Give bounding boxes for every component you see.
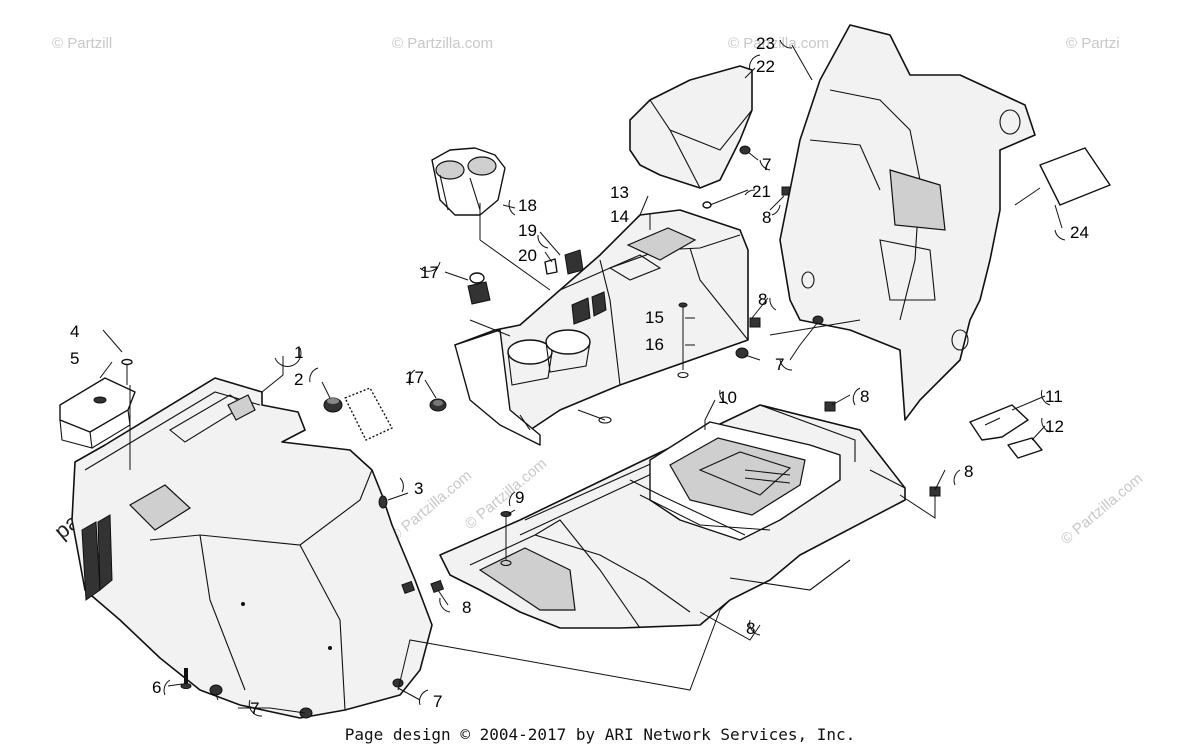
cup-holder-insert bbox=[431, 147, 506, 216]
callout-2: 2 bbox=[294, 370, 303, 389]
callout-18: 18 bbox=[518, 196, 537, 215]
watermark-top-center-left: © Partzilla.com bbox=[392, 35, 493, 52]
bolt-15 bbox=[677, 302, 689, 379]
watermark-mid-left: © Partzilla.com bbox=[387, 467, 475, 545]
callout-7-dash-bottom: 7 bbox=[250, 699, 259, 718]
callout-numbers: 1 2 3 4 5 6 7 7 7 7 8 8 8 8 8 8 9 10 11 … bbox=[70, 34, 1089, 718]
callout-17-cap: 17 bbox=[405, 368, 424, 387]
callout-16: 16 bbox=[645, 335, 664, 354]
rear-bulkhead bbox=[779, 24, 1036, 421]
mounting-bracket bbox=[59, 377, 136, 449]
callout-20: 20 bbox=[518, 246, 537, 265]
floor-pan bbox=[439, 404, 906, 629]
storage-bin bbox=[629, 421, 841, 541]
callout-8-dash: 8 bbox=[462, 598, 471, 617]
switches bbox=[544, 249, 584, 275]
front-dash-housing bbox=[71, 377, 433, 719]
small-bracket-11 bbox=[969, 404, 1029, 441]
callout-15: 15 bbox=[645, 308, 664, 327]
callout-7-rear-cover: 7 bbox=[762, 155, 771, 174]
push-rivet bbox=[378, 495, 388, 509]
watermark-right: © Partzilla.com bbox=[1058, 470, 1146, 548]
watermark-top-center-right: © Partzilla.com bbox=[728, 35, 829, 52]
warning-decal bbox=[344, 387, 393, 441]
callout-3: 3 bbox=[414, 479, 423, 498]
callout-7-dash-right: 7 bbox=[433, 692, 442, 711]
callout-1: 1 bbox=[294, 343, 303, 362]
callout-14: 14 bbox=[610, 207, 629, 226]
watermark-top-right: © Partzi bbox=[1066, 35, 1120, 52]
decal-24 bbox=[1039, 147, 1111, 206]
rear-cover bbox=[629, 65, 753, 189]
callout-8-floor-bottom: 8 bbox=[746, 619, 755, 638]
center-console bbox=[454, 209, 749, 446]
callout-10: 10 bbox=[718, 388, 737, 407]
grommet bbox=[323, 397, 343, 413]
callout-21: 21 bbox=[752, 182, 771, 201]
callout-22: 22 bbox=[756, 57, 775, 76]
leader-lines bbox=[99, 44, 1063, 714]
callout-24: 24 bbox=[1070, 223, 1089, 242]
callout-23: 23 bbox=[756, 34, 775, 53]
power-socket bbox=[429, 272, 491, 412]
callout-5: 5 bbox=[70, 349, 79, 368]
callout-rings bbox=[163, 39, 1066, 717]
watermark-top-left: © Partzill bbox=[52, 35, 112, 52]
copyright-footer: Page design © 2004-2017 by ARI Network S… bbox=[345, 725, 856, 744]
callout-7-console: 7 bbox=[775, 355, 784, 374]
rivet-hole bbox=[328, 646, 332, 650]
decal-12 bbox=[1007, 437, 1043, 459]
callout-8-bulkhead: 8 bbox=[762, 208, 771, 227]
callout-11: 11 bbox=[1045, 387, 1063, 406]
callout-9: 9 bbox=[515, 488, 524, 507]
callout-12: 12 bbox=[1045, 417, 1064, 436]
bracket-hole bbox=[93, 396, 107, 404]
screw-part-9 bbox=[500, 511, 512, 567]
callout-4: 4 bbox=[70, 322, 79, 341]
callout-8-floor-top: 8 bbox=[860, 387, 869, 406]
bracket-screw bbox=[121, 358, 133, 385]
callout-17-socket: 17 bbox=[420, 263, 439, 282]
rivet-hole bbox=[241, 602, 245, 606]
callout-8-console: 8 bbox=[758, 290, 767, 309]
callout-6: 6 bbox=[152, 678, 161, 697]
callout-13: 13 bbox=[610, 183, 629, 202]
callout-8-floor-right: 8 bbox=[964, 462, 973, 481]
screw-part-6 bbox=[180, 668, 192, 689]
callout-19: 19 bbox=[518, 221, 537, 240]
